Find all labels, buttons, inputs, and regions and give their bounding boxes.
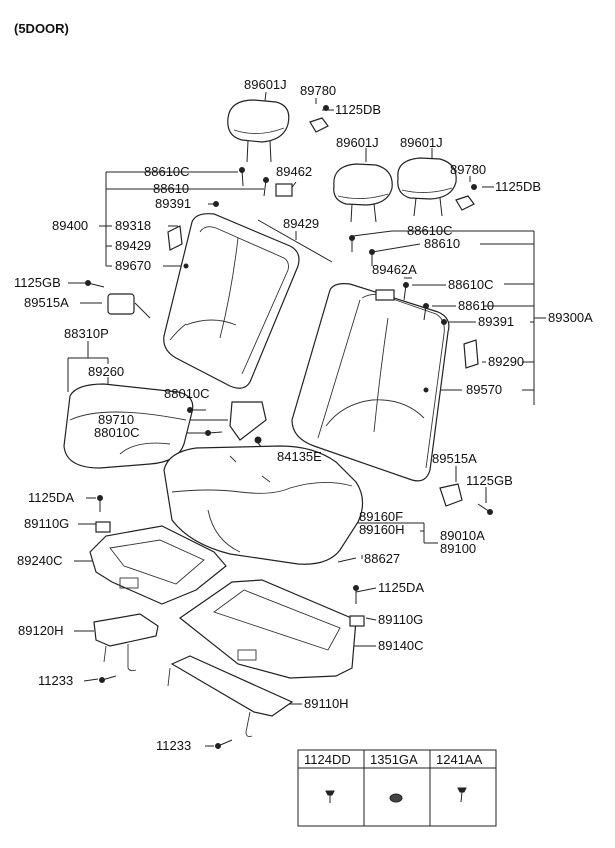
seatback-left — [163, 213, 300, 389]
label-89240c: 89240C — [17, 553, 63, 568]
label-89515a: 89515A — [24, 295, 69, 310]
label-88610c: 88610C — [448, 277, 494, 292]
label-89462a: 89462A — [372, 262, 417, 277]
small-parts — [95, 117, 479, 627]
headrest-right-a — [333, 163, 393, 223]
label-88610c: 88610C — [144, 164, 190, 179]
label-89391: 89391 — [155, 196, 191, 211]
label-89462: 89462 — [276, 164, 312, 179]
label-89400: 89400 — [52, 218, 88, 233]
seat-cushion-main — [163, 445, 364, 565]
label-89601j: 89601J — [336, 135, 379, 150]
label-84135e: 84135E — [277, 449, 322, 464]
clip-icon — [389, 793, 403, 803]
label-89260: 89260 — [88, 364, 124, 379]
label-89160h: 89160H — [359, 522, 405, 537]
label-89429: 89429 — [115, 238, 151, 253]
label-89780: 89780 — [300, 83, 336, 98]
bracket-89120h — [93, 613, 159, 672]
label-88610: 88610 — [424, 236, 460, 251]
headrest-left — [227, 99, 290, 163]
label-89120h: 89120H — [18, 623, 64, 638]
label-88610: 88610 — [153, 181, 189, 196]
label-1125da: 1125DA — [378, 580, 424, 595]
label-89100: 89100 — [440, 541, 476, 556]
pan-89140c — [178, 579, 357, 679]
leader-lines — [67, 91, 546, 747]
table-header-1351ga: 1351GA — [370, 752, 418, 767]
label-88310p: 88310P — [64, 326, 109, 341]
label-88610: 88610 — [458, 298, 494, 313]
label-89429: 89429 — [283, 216, 319, 231]
label-89110g: 89110G — [24, 516, 69, 531]
label-88610c: 88610C — [407, 223, 453, 238]
label-89670: 89670 — [115, 258, 151, 273]
label-11233: 11233 — [156, 738, 191, 753]
label-89300a: 89300A — [548, 310, 593, 325]
label-89570: 89570 — [466, 382, 502, 397]
label-89290: 89290 — [488, 354, 524, 369]
label-1125da: 1125DA — [28, 490, 74, 505]
label-89601j: 89601J — [400, 135, 443, 150]
screw-icon — [325, 790, 335, 803]
label-89318: 89318 — [115, 218, 151, 233]
label-89780: 89780 — [450, 162, 486, 177]
seatback-right — [291, 283, 450, 482]
label-1125db: 1125DB — [495, 179, 541, 194]
label-89140c: 89140C — [378, 638, 424, 653]
seat-cushion-left — [63, 383, 194, 469]
table-header-1124dd: 1124DD — [304, 752, 351, 767]
fasteners — [85, 105, 493, 749]
label-89710: 89710 — [98, 412, 134, 427]
label-88627: 88627 — [364, 551, 400, 566]
label-1125gb: 1125GB — [14, 275, 61, 290]
bolt-icon — [457, 787, 467, 803]
label-88010c: 88010C — [94, 425, 140, 440]
part-labels: 89601J 89780 1125DB 88610C 89462 88610 8… — [14, 77, 593, 753]
label-89110h: 89110H — [304, 696, 349, 711]
label-89515a: 89515A — [432, 451, 477, 466]
headrest-right-b — [397, 157, 457, 217]
diagram-title: (5DOOR) — [14, 21, 69, 36]
table-header-1241aa: 1241AA — [436, 752, 483, 767]
label-89010a: 89010A — [440, 528, 485, 543]
label-89391: 89391 — [478, 314, 514, 329]
label-89601j: 89601J — [244, 77, 287, 92]
label-1125db: 1125DB — [335, 102, 381, 117]
fastener-table: 1124DD 1351GA 1241AA — [297, 749, 497, 827]
pan-89240c — [89, 525, 227, 605]
label-11233: 11233 — [38, 673, 73, 688]
label-89160f: 89160F — [359, 509, 403, 524]
label-89110g: 89110G — [378, 612, 423, 627]
bracket-89110h — [167, 655, 294, 737]
label-88010c: 88010C — [164, 386, 210, 401]
label-1125gb: 1125GB — [466, 473, 513, 488]
